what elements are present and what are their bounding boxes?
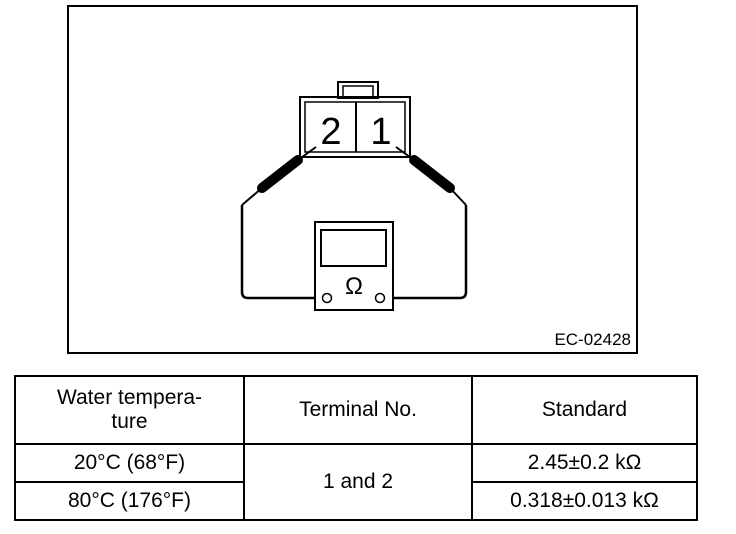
figure-code: EC-02428 <box>554 330 631 349</box>
spec-table: Water tempera- ture Terminal No. Standar… <box>14 375 698 521</box>
table-row: 20°C (68°F) 1 and 2 2.45±0.2 kΩ <box>14 443 698 521</box>
cell-temp: 20°C (68°F) <box>14 443 245 483</box>
cell-standard: 2.45±0.2 kΩ <box>471 443 698 483</box>
right-lead-wire <box>384 205 468 300</box>
cell-terminal: 1 and 2 <box>243 443 473 521</box>
terminal-1-label: 1 <box>370 111 391 153</box>
left-probe <box>241 146 317 206</box>
header-water-temperature-line1: Water tempera- <box>56 386 203 409</box>
diagram-svg: 2 1 Ω EC-02428 <box>67 5 638 354</box>
meter-terminal-left <box>321 292 333 304</box>
cell-standard: 0.318±0.013 kΩ <box>471 481 698 521</box>
diagram-frame <box>67 5 638 354</box>
meter-terminal-right <box>374 292 386 304</box>
header-standard: Standard <box>471 375 698 445</box>
connector-test-diagram: 2 1 Ω EC-02428 <box>67 5 638 354</box>
connector-latch <box>337 81 379 99</box>
meter-display <box>320 229 387 267</box>
header-water-temperature-line2: ture <box>111 410 148 433</box>
left-lead-wire <box>240 205 323 300</box>
terminal-2-label: 2 <box>320 111 341 153</box>
header-terminal-no: Terminal No. <box>243 375 473 445</box>
connector: 2 1 <box>299 81 411 158</box>
table-row: 80°C (176°F) 0.318±0.013 kΩ <box>14 481 698 521</box>
connector-housing <box>299 96 411 158</box>
ohm-symbol-icon: Ω <box>345 273 363 300</box>
right-probe <box>395 146 467 206</box>
table-header-row: Water tempera- ture Terminal No. Standar… <box>14 375 698 445</box>
ohmmeter: Ω <box>314 221 394 311</box>
cell-temp: 80°C (176°F) <box>14 481 245 521</box>
header-water-temperature: Water tempera- ture <box>14 375 245 445</box>
